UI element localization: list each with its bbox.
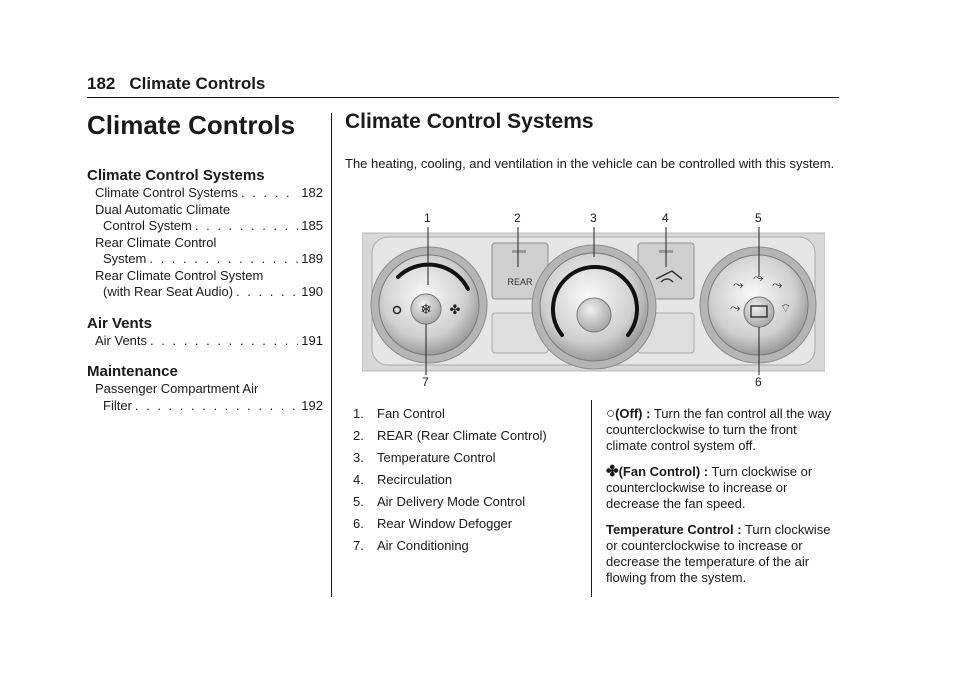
temperature-term: Temperature Control : [606, 522, 742, 537]
off-text: Turn the fan control all the way counter… [606, 406, 832, 453]
temperature-text: Turn clockwise or counterclockwise to in… [606, 522, 831, 585]
climate-panel-figure: 1 2 3 4 5 6 7 REAR [362, 207, 825, 392]
off-icon: ○ [606, 405, 616, 422]
column-divider-lower [591, 400, 592, 597]
figure-legend: 1.Fan Control 2.REAR (Rear Climate Contr… [353, 406, 547, 560]
header-section-title: Climate Controls [129, 74, 266, 93]
rear-defog-button[interactable] [743, 296, 775, 328]
callout-5: 5 [755, 211, 762, 225]
off-icon [392, 305, 402, 315]
rear-defog-icon [750, 305, 768, 318]
temperature-control-knob[interactable] [531, 244, 657, 370]
page-number: 182 [87, 74, 116, 93]
control-panel-drawing: REAR ❄ ✤ ⤳ ⤳ ⤳ ⤳ [362, 227, 825, 375]
fan-text: Turn clockwise or counterclockwise to in… [606, 464, 813, 511]
chapter-title: Climate Controls [87, 110, 296, 140]
callout-3: 3 [590, 211, 597, 225]
legend-item: 6.Rear Window Defogger [353, 516, 513, 531]
legend-item: 5.Air Delivery Mode Control [353, 494, 526, 509]
toc-entry[interactable]: Rear Climate Control System [95, 267, 264, 283]
column-divider [331, 113, 332, 597]
callout-6: 6 [755, 375, 762, 389]
off-description: ○(Off) : Turn the fan control all the wa… [606, 406, 841, 454]
fan-term: (Fan Control) : [618, 464, 709, 479]
fan-control-knob[interactable]: ❄ ✤ [370, 246, 488, 364]
header-rule [87, 97, 839, 98]
control-descriptions: ○(Off) : Turn the fan control all the wa… [606, 406, 841, 596]
svg-text:⤳: ⤳ [772, 278, 783, 293]
fan-icon: ✤ [606, 463, 619, 480]
legend-item: 7.Air Conditioning [353, 538, 469, 553]
article-intro: The heating, cooling, and ventilation in… [345, 156, 835, 171]
rear-button-label: REAR [507, 277, 533, 287]
legend-item: 4.Recirculation [353, 472, 453, 487]
toc-group-air-vents: Air Vents191 [87, 333, 323, 350]
toc-group-maintenance: Passenger Compartment Air Filter192 [87, 381, 323, 414]
toc-group-climate: Climate Control Systems182 Dual Automati… [87, 185, 323, 301]
legend-item: 2.REAR (Rear Climate Control) [353, 428, 547, 443]
article-title: Climate Control Systems [345, 110, 594, 133]
toc-entry[interactable]: Passenger Compartment Air [95, 381, 259, 396]
toc-entry[interactable]: Rear Climate Control [95, 234, 217, 250]
chapter-toc: Climate Controls Climate Control Systems… [87, 110, 323, 414]
toc-heading-climate: Climate Control Systems [87, 167, 265, 184]
toc-entry-cont[interactable]: System189 [87, 251, 323, 268]
toc-heading-maintenance: Maintenance [87, 363, 178, 380]
toc-entry[interactable]: Dual Automatic Climate [95, 201, 231, 217]
toc-entry[interactable]: Air Vents191 [87, 333, 323, 350]
callout-7: 7 [422, 375, 429, 389]
running-header: 182 Climate Controls [87, 74, 279, 94]
svg-text:⤳: ⤳ [730, 301, 741, 316]
legend-item: 1.Fan Control [353, 406, 445, 421]
air-delivery-mode-icon: ⤳ [733, 278, 744, 293]
windshield-defrost-icon: ⌔ [780, 301, 791, 315]
callout-2: 2 [514, 211, 521, 225]
callout-1: 1 [424, 211, 431, 225]
toc-heading-air-vents: Air Vents [87, 314, 153, 332]
article: Climate Control Systems The heating, coo… [345, 110, 840, 172]
toc-entry-cont[interactable]: (with Rear Seat Audio)190 [87, 284, 323, 301]
ac-snowflake-icon: ❄ [420, 302, 432, 318]
fan-description: ✤(Fan Control) : Turn clockwise or count… [606, 464, 841, 512]
toc-entry[interactable]: Climate Control Systems182 [87, 185, 323, 202]
legend-item: 3.Temperature Control [353, 450, 496, 465]
callout-4: 4 [662, 211, 669, 225]
recirculation-icon [655, 270, 683, 283]
off-term: (Off) : [615, 406, 651, 421]
svg-text:⤳: ⤳ [753, 271, 764, 286]
toc-entry-cont[interactable]: Control System185 [87, 218, 323, 235]
toc-entry-cont[interactable]: Filter192 [87, 398, 323, 415]
fan-icon: ✤ [450, 303, 461, 318]
temperature-description: Temperature Control : Turn clockwise or … [606, 522, 841, 586]
air-delivery-mode-knob[interactable]: ⤳ ⤳ ⤳ ⤳ ⌔ [699, 246, 817, 364]
